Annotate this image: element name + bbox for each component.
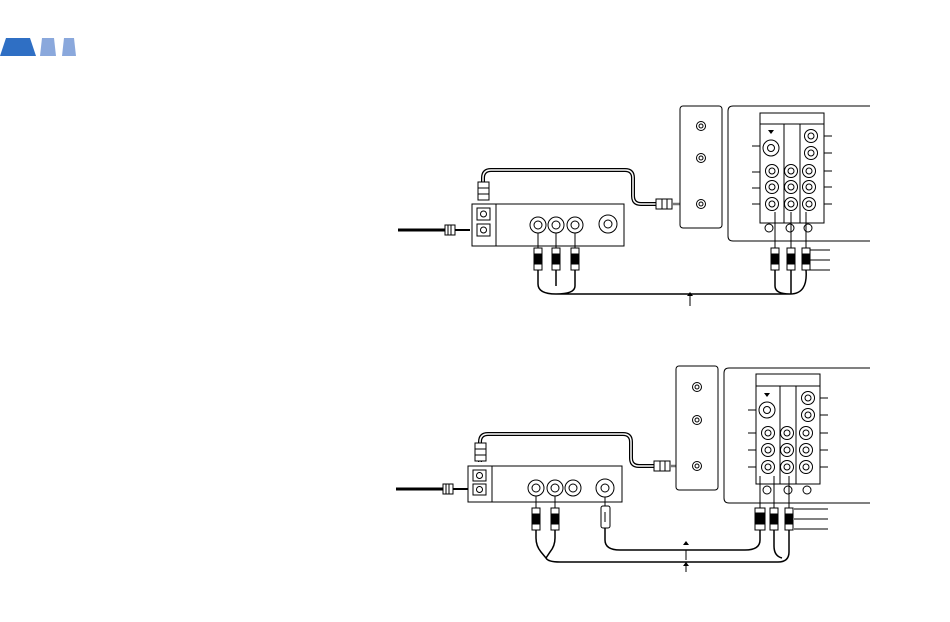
rf-out-jack: [477, 224, 490, 236]
tv-s-video-in-jack: [763, 140, 779, 156]
rf-out-jack-2: [473, 484, 486, 495]
rf-cable-connector-top-2: [475, 443, 486, 461]
source-s-video-jack-2: [596, 479, 614, 497]
source-audio-l-jack-2: [528, 480, 544, 496]
rf-in-jack-2: [473, 470, 486, 481]
av-cable-bundle: [538, 270, 806, 294]
diagram-composite: [398, 106, 870, 306]
antenna-connector-2: [443, 484, 468, 494]
rf-cable-connector-right: [656, 199, 672, 209]
source-audio-r-jack-2: [547, 480, 563, 496]
tv-s-video-in-jack-2: [759, 402, 775, 418]
source-video-out-jack: [530, 217, 546, 233]
source-video-out-jack-2: [565, 480, 581, 496]
source-s-video-jack: [599, 215, 617, 233]
source-audio-l-jack: [548, 217, 564, 233]
rf-cable: [483, 170, 658, 204]
rf-cable-2: [480, 434, 656, 466]
diagram-s-video: [396, 366, 870, 572]
source-audio-r-jack: [567, 217, 583, 233]
audio-cable-bundle: [536, 530, 789, 562]
rf-cable-connector-top: [478, 182, 489, 200]
rf-cable-connector-right-2: [654, 461, 670, 471]
antenna-connector: [445, 225, 470, 235]
s-video-cable: [605, 528, 760, 550]
rf-in-jack: [477, 208, 490, 220]
